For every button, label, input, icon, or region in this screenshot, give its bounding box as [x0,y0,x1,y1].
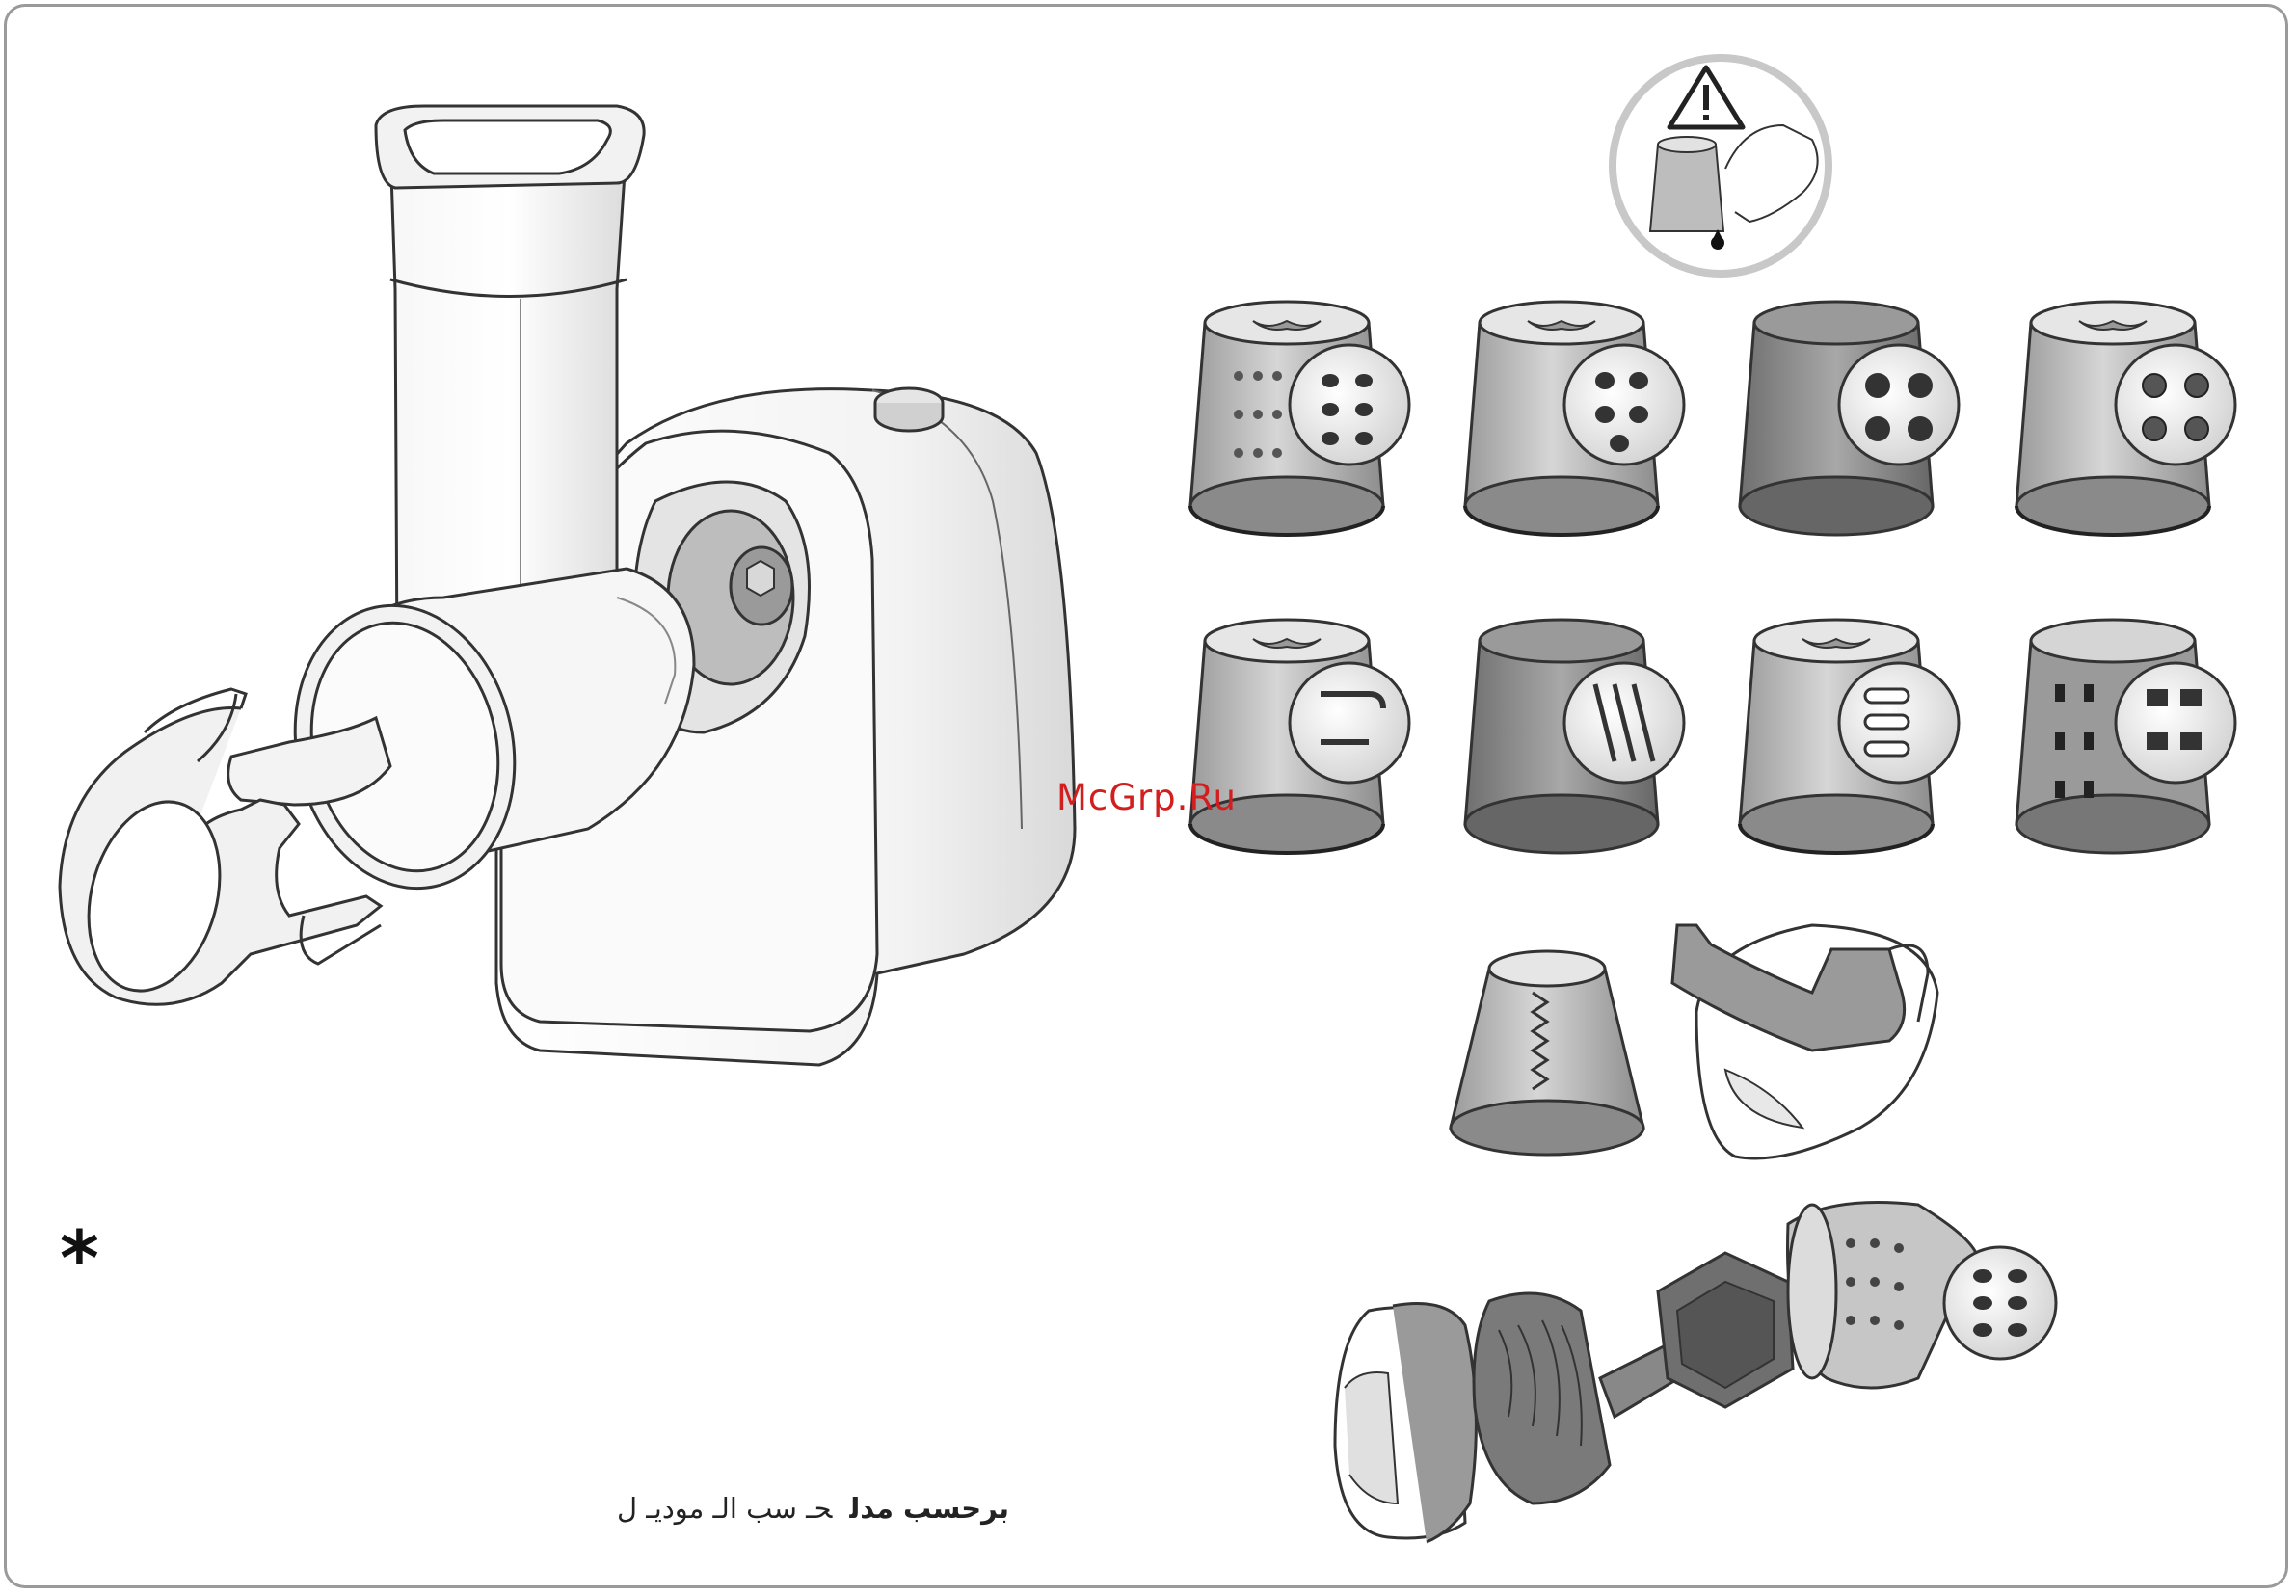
warning-wet-hands-illustration [1613,58,1829,274]
footnote-asterisk: * [60,1222,99,1297]
model-footnote: برحسب مدل حـ سب الـ موديـ ل [617,1492,1009,1525]
cone-coarse-grater [1740,302,1959,535]
watermark: McGrp.Ru [1056,777,1237,818]
cone-julienne-slicer [1465,620,1684,853]
cone-fine-grater [1190,302,1409,535]
cone-medium-grater [1465,302,1684,535]
food-processor-drawing [60,106,1075,1065]
cone-row-1 [1190,302,2235,535]
pusher-accessory [1672,925,1937,1158]
exploded-assembly-drawing [1335,1203,2056,1543]
cone-potato-grater [2016,302,2235,535]
cone-crinkle-cutter [1451,951,1643,1155]
footnote-part-b: حـ سب الـ موديـ ل [617,1492,832,1525]
cone-thick-slicer [1740,620,1959,853]
cone-row-2 [1190,620,2235,853]
footnote-part-a: برحسب مدل [849,1492,1009,1525]
cone-shredder [2016,620,2235,853]
